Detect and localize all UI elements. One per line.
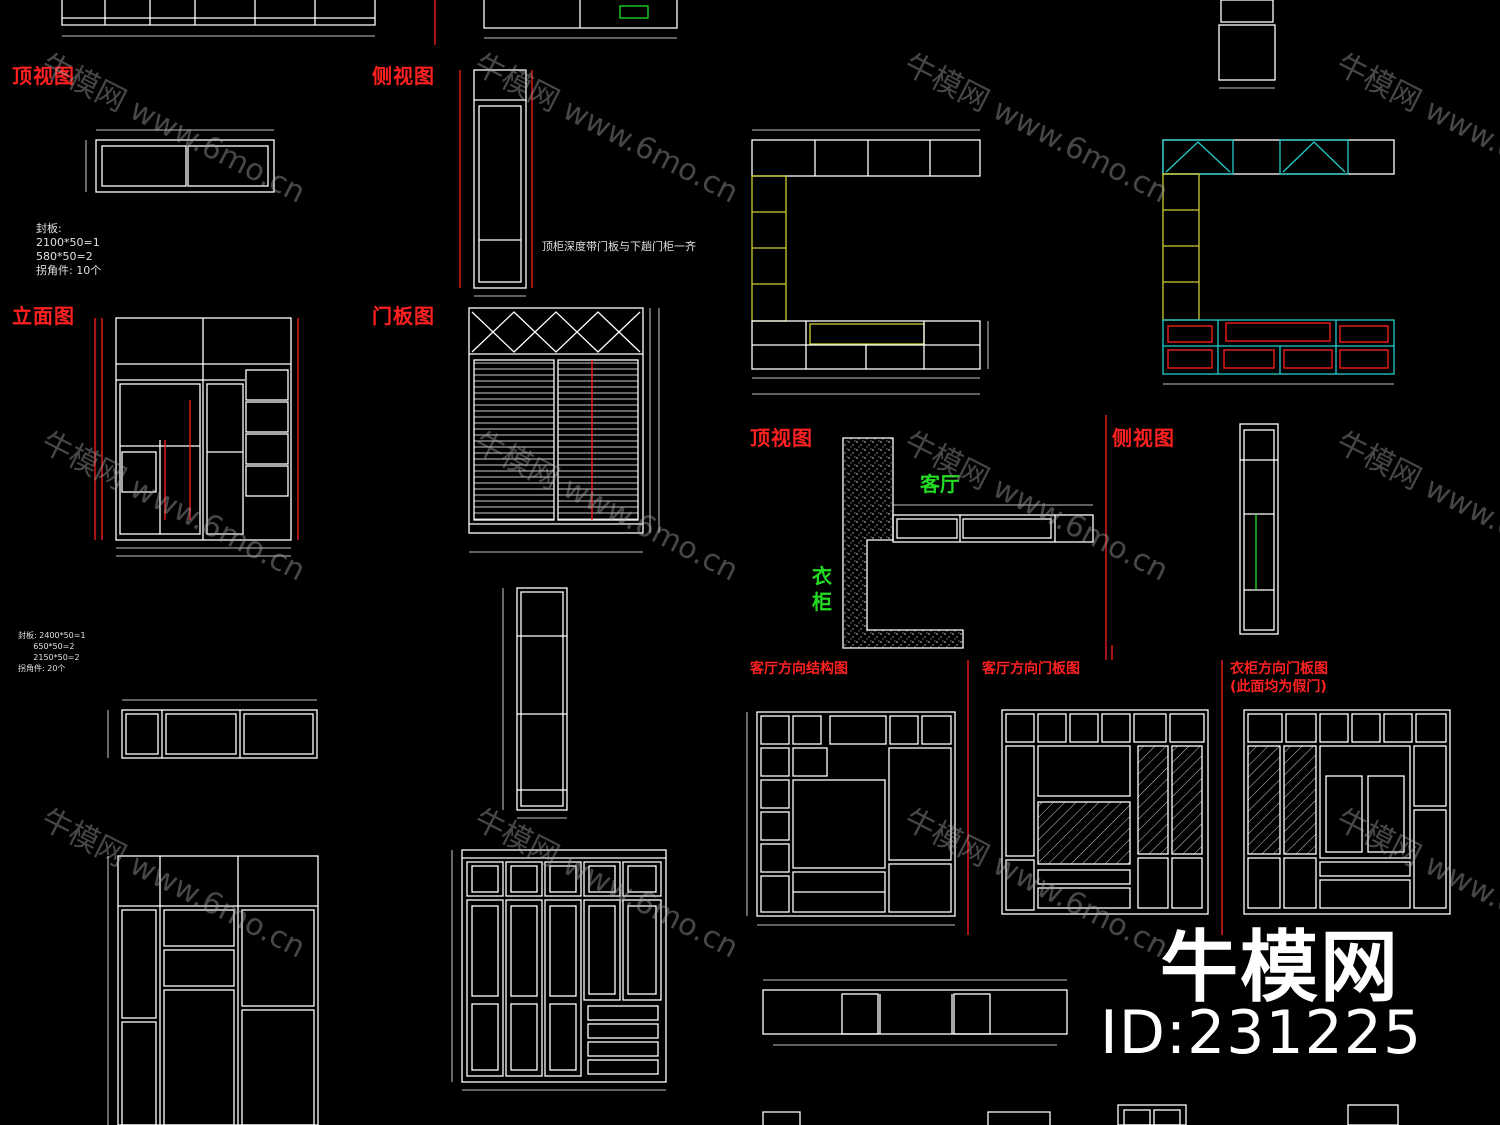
heading-wardrobe-door: 衣柜方向门板图 bbox=[1230, 661, 1328, 677]
top-strip-drawing-right bbox=[1218, 0, 1276, 89]
tall-narrow-cabinet bbox=[502, 587, 568, 819]
bottom-left-elevation bbox=[107, 855, 319, 1125]
label-wardrobe-2: 柜 bbox=[812, 590, 832, 614]
bottom-long-cabinet bbox=[762, 979, 1068, 1046]
side-view-2-cabinet bbox=[1239, 423, 1279, 635]
elevation-wardrobe bbox=[94, 317, 299, 557]
heading-door-panel: 门板图 bbox=[372, 304, 435, 328]
livingroom-structure-elevation bbox=[746, 711, 956, 926]
label-living-room: 客厅 bbox=[920, 472, 960, 496]
heading-side-view-2: 侧视图 bbox=[1112, 426, 1175, 450]
heading-top-view-2: 顶视图 bbox=[750, 426, 813, 450]
note-seal-board-2: 封板: 2400*50=1 650*50=2 2150*50=2 拐角件: 20… bbox=[18, 631, 86, 673]
wardrobe-door-elevation bbox=[1243, 709, 1451, 915]
heading-livingroom-door: 客厅方向门板图 bbox=[982, 661, 1080, 677]
bottom-mid-wardrobe bbox=[451, 849, 667, 1091]
top-view-1-plan bbox=[85, 129, 275, 193]
livingroom-door-elevation bbox=[1001, 709, 1209, 915]
top-view-2-plan bbox=[107, 699, 318, 759]
brand-id: ID:231225 bbox=[1100, 998, 1423, 1068]
heading-wardrobe-door-note: (此面均为假门) bbox=[1230, 679, 1327, 695]
wall-and-livingroom-plan bbox=[842, 437, 1094, 649]
brand-name: 牛模网 bbox=[1160, 923, 1401, 1013]
heading-top-view-1: 顶视图 bbox=[12, 64, 75, 88]
note-seal-board: 封板: 2100*50=1 580*50=2 拐角件: 10个 bbox=[36, 222, 102, 277]
heading-livingroom-structure: 客厅方向结构图 bbox=[750, 661, 848, 677]
label-wardrobe-1: 衣 bbox=[812, 564, 832, 588]
top-strip-drawing-mid bbox=[483, 0, 678, 39]
side-view-1-cabinet bbox=[459, 69, 533, 297]
heading-side-view-1: 侧视图 bbox=[372, 64, 435, 88]
note-cabinet-depth: 顶柜深度带门板与下趟门柜一齐 bbox=[542, 240, 696, 253]
door-panel-sliding bbox=[468, 307, 660, 553]
l-shape-cabinet-plan-2 bbox=[1162, 139, 1395, 385]
bottom-cutoff-drawings bbox=[762, 1104, 1399, 1125]
heading-elevation: 立面图 bbox=[12, 304, 75, 328]
top-strip-drawing-left bbox=[61, 0, 436, 45]
l-shape-cabinet-plan bbox=[751, 129, 989, 395]
